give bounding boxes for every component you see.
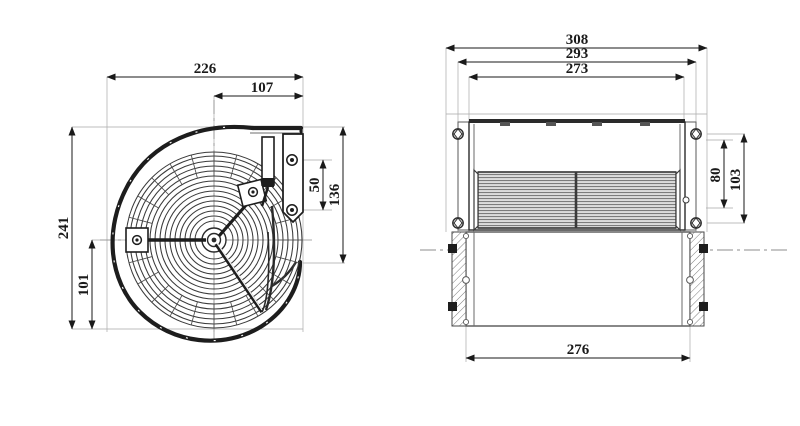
mount-hole-tl xyxy=(452,128,464,140)
rail-lug-rt xyxy=(699,244,708,253)
scroll-housing-outer xyxy=(110,124,303,343)
outlet-duct xyxy=(250,125,304,134)
dim-axis-height-101: 101 xyxy=(76,239,96,330)
wheel-endcap-right xyxy=(675,168,681,232)
motor-mount-flange xyxy=(282,128,304,224)
impeller-blade-ticks xyxy=(126,152,302,328)
dim-label-276: 276 xyxy=(567,342,590,358)
dim-flange-height-103: 103 xyxy=(728,133,748,224)
top-tab-4 xyxy=(640,122,650,126)
dim-label-101: 101 xyxy=(76,274,92,297)
wheel-endcap-left xyxy=(473,168,479,232)
dim-label-273: 273 xyxy=(566,61,589,77)
side-rail-left xyxy=(448,231,470,327)
dim-body-width-273: 273 xyxy=(468,61,685,81)
mount-hole-tr xyxy=(690,128,702,140)
side-view-group: 226 107 241 101 50 136 xyxy=(56,61,347,343)
rail-lug-lb xyxy=(448,302,457,311)
dim-label-136: 136 xyxy=(327,183,343,206)
dim-label-103: 103 xyxy=(728,169,744,192)
dim-overall-height-241: 241 xyxy=(56,126,76,330)
side-rail-right xyxy=(686,231,708,327)
fan-wheel xyxy=(473,168,690,232)
dim-outlet-width-107: 107 xyxy=(213,80,304,100)
dim-label-107: 107 xyxy=(251,80,274,96)
mount-hole-br xyxy=(690,217,702,229)
rail-lug-lt xyxy=(448,244,457,253)
dim-inlet-width-276: 276 xyxy=(465,342,691,362)
dim-label-80: 80 xyxy=(708,168,724,183)
dim-bolt-spacing-50: 50 xyxy=(307,159,327,211)
lower-strut xyxy=(214,205,276,314)
dim-hole-span-293: 293 xyxy=(457,46,697,66)
inlet-section xyxy=(465,231,691,327)
dim-label-241: 241 xyxy=(56,217,72,240)
top-tab-1 xyxy=(500,122,510,126)
dim-label-308: 308 xyxy=(566,32,589,48)
dim-flange-height-136: 136 xyxy=(327,126,347,264)
dim-label-226: 226 xyxy=(194,61,217,77)
left-support-bracket xyxy=(125,227,206,253)
dim-overall-width-308: 308 xyxy=(445,32,708,52)
top-tab-2 xyxy=(546,122,556,126)
dim-label-50: 50 xyxy=(307,178,323,193)
mount-hole-bl xyxy=(452,217,464,229)
front-view-group: 308 293 273 80 103 276 xyxy=(420,32,790,362)
dim-label-293: 293 xyxy=(566,46,589,62)
top-tab-3 xyxy=(592,122,602,126)
rail-lug-rb xyxy=(699,302,708,311)
mounting-eyes xyxy=(452,128,702,229)
dim-overall-width-226: 226 xyxy=(106,61,304,81)
dim-bolt-spacing-80: 80 xyxy=(708,139,728,209)
upper-support-bracket xyxy=(217,178,268,238)
terminal-box xyxy=(260,136,275,207)
